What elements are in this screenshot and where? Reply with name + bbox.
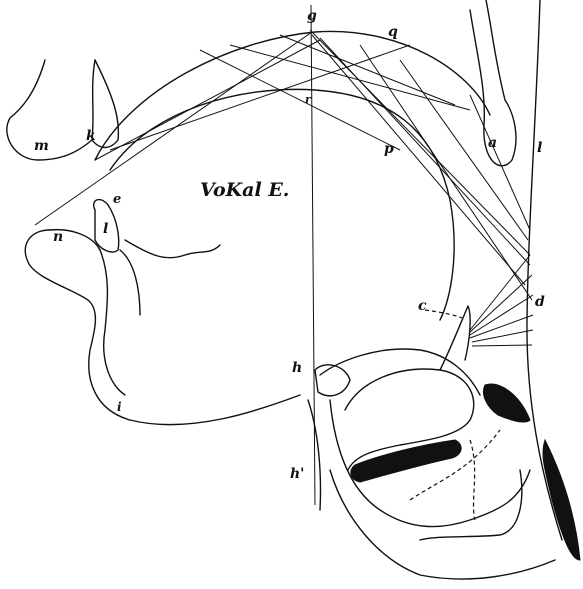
label-r: r [305,93,312,106]
label-e: e [113,192,121,207]
vocal-cord-dark [351,440,461,482]
vertical-axis-line [311,5,315,505]
label-k: k [86,128,96,144]
arytenoid-dark [483,384,530,422]
label-lip: l [103,221,108,237]
label-q: q [388,24,398,40]
label-d: d [535,294,545,310]
label-h: h [292,360,302,376]
label-h2: h' [290,466,304,482]
upper-lip-outline [7,60,95,160]
hyoid-bone [315,365,350,396]
lower-tooth-root [120,250,140,315]
tongue-squiggle [125,240,220,258]
cricoid-outline [420,470,522,540]
label-n: n [53,229,63,245]
label-p: p [384,141,394,157]
label-g: g [307,8,317,24]
label-m: m [34,138,49,154]
diagram-title: VoKal E. [200,179,289,201]
acoustic-ray-lines [35,30,532,300]
chin-outline [25,230,300,425]
lower-jaw-inner [100,250,125,395]
label-c: c [418,298,427,314]
label-l: l [537,140,542,156]
ray-fan-d [470,255,533,346]
spine-dark [543,440,580,560]
label-i: i [117,400,122,414]
label-a: a [488,135,497,151]
dashed-cricoid [470,440,475,520]
tooth-outline-k [92,60,118,148]
